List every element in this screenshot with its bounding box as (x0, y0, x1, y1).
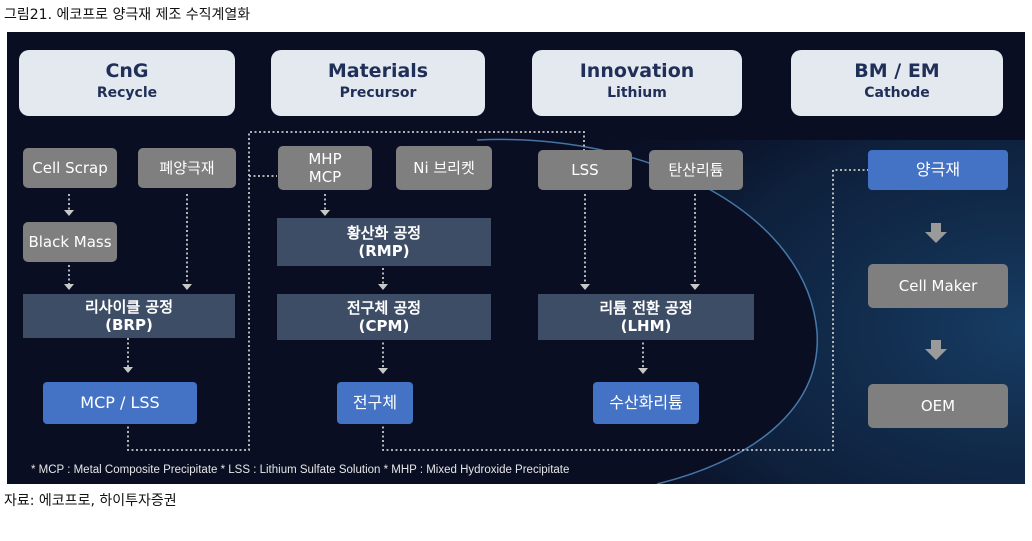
ni-briquette-box: Ni 브리켓 (396, 146, 492, 190)
lithium-conversion-process-box: 리튬 전환 공정 (LHM) (538, 294, 754, 340)
column-title: CnG (105, 60, 149, 82)
precursor-process-box: 전구체 공정 (CPM) (277, 294, 491, 340)
mcp-lss-output-box: MCP / LSS (43, 382, 197, 424)
column-title: BM / EM (854, 60, 940, 82)
recycle-process-box: 리사이클 공정 (BRP) (23, 294, 235, 338)
column-header-cng: CnG Recycle (19, 50, 235, 116)
arrow-down-icon (925, 223, 947, 243)
cathode-material-box: 양극재 (868, 150, 1008, 190)
source-note: 자료: 에코프로, 하이투자증권 (4, 493, 177, 509)
column-title: Innovation (579, 60, 695, 82)
arrow-down-icon (925, 340, 947, 360)
precursor-output-box: 전구체 (337, 382, 413, 424)
column-header-bm-em: BM / EM Cathode (791, 50, 1003, 116)
column-subtitle: Precursor (339, 85, 417, 101)
column-subtitle: Lithium (607, 85, 667, 101)
footnote: * MCP : Metal Composite Precipitate * LS… (31, 464, 570, 476)
column-title: Materials (327, 60, 429, 82)
oem-box: OEM (868, 384, 1008, 428)
column-subtitle: Cathode (864, 85, 930, 101)
lss-box: LSS (538, 150, 632, 190)
cell-maker-box: Cell Maker (868, 264, 1008, 308)
column-header-materials: Materials Precursor (271, 50, 485, 116)
lithium-hydroxide-output-box: 수산화리튬 (593, 382, 699, 424)
figure-title: 그림21. 에코프로 양극재 제조 수직계열화 (4, 7, 251, 23)
mhp-mcp-box: MHP MCP (278, 146, 372, 190)
black-mass-box: Black Mass (23, 222, 117, 262)
column-subtitle: Recycle (96, 85, 158, 101)
sulfation-process-box: 황산화 공정 (RMP) (277, 218, 491, 266)
cell-scrap-box: Cell Scrap (23, 148, 117, 188)
waste-cathode-box: 폐양극재 (138, 148, 236, 188)
column-header-innovation: Innovation Lithium (532, 50, 742, 116)
lithium-carbonate-box: 탄산리튬 (649, 150, 743, 190)
diagram-panel: CnG Recycle Materials Precursor Innovati… (7, 32, 1025, 484)
